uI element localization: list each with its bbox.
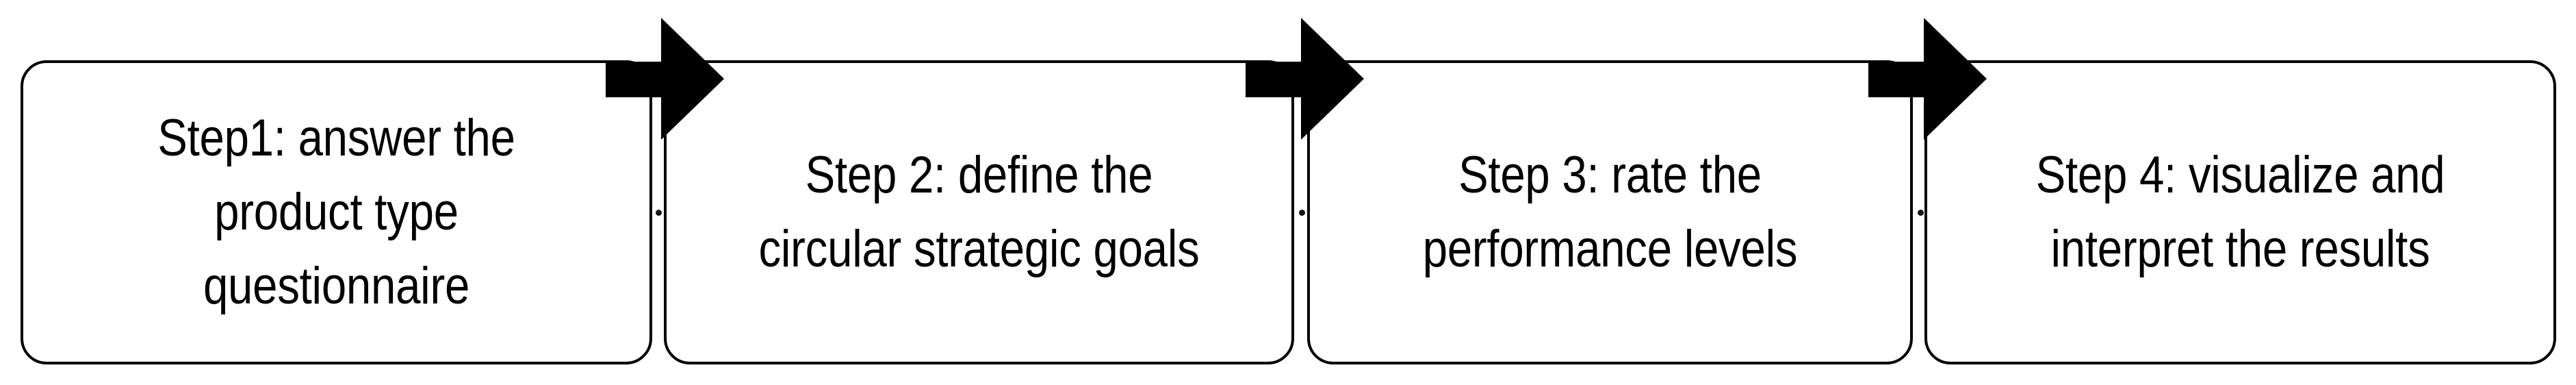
shape-handle-dot-2[interactable] [1299,210,1305,216]
step-box-4-label: Step 4: visualize and interpret the resu… [2035,146,2445,278]
step-box-2[interactable]: Step 2: define the circular strategic go… [664,60,1294,364]
step-box-3-label: Step 3: rate the performance levels [1422,146,1798,278]
step-box-2-label: Step 2: define the circular strategic go… [758,146,1200,278]
shape-handle-dot-1[interactable] [656,210,662,216]
step-box-1[interactable]: Step1: answer the product type questionn… [21,60,652,364]
step-box-3[interactable]: Step 3: rate the performance levels [1307,60,1913,364]
step-box-4[interactable]: Step 4: visualize and interpret the resu… [1924,60,2556,364]
step-box-1-label: Step1: answer the product type questionn… [157,109,515,315]
shape-handle-dot-3[interactable] [1918,210,1924,216]
